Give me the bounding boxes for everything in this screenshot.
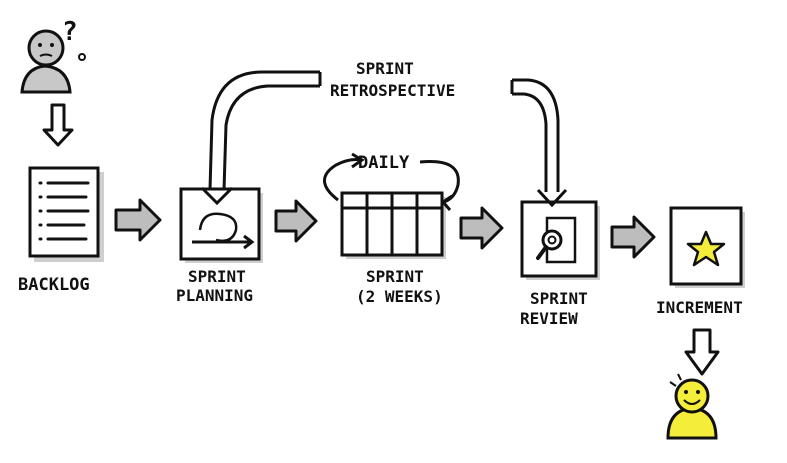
backlog-document-icon xyxy=(28,166,104,262)
flow-arrow-icon xyxy=(610,215,656,259)
review-label-line2: REVIEW xyxy=(520,309,578,328)
retro-label-line2: RETROSPECTIVE xyxy=(330,81,455,100)
question-dot xyxy=(78,53,86,61)
increment-label: INCREMENT xyxy=(656,298,743,317)
daily-label: DAILY xyxy=(358,153,410,173)
question-mark-glyph: ? xyxy=(62,17,78,47)
retro-label-line1: SPRINT xyxy=(356,59,414,78)
stakeholder-unknown-icon xyxy=(20,29,72,94)
sprint-review-box-icon xyxy=(520,200,600,280)
sprint-label-line1: SPRINT xyxy=(366,267,424,286)
down-arrow-icon xyxy=(42,103,74,147)
down-arrow-icon xyxy=(684,328,720,376)
flow-arrow-icon xyxy=(114,198,162,242)
review-label-line1: SPRINT xyxy=(530,289,588,308)
planning-label-line2: PLANNING xyxy=(176,286,253,305)
star-icon xyxy=(686,230,726,267)
sprint-label-line2: (2 WEEKS) xyxy=(356,287,443,306)
increment-box-icon xyxy=(669,206,745,288)
retrospective-loop-arrow-icon xyxy=(200,70,568,208)
flow-arrow-icon xyxy=(459,206,504,250)
sprint-planning-box-icon xyxy=(179,187,263,263)
planning-label-line1: SPRINT xyxy=(188,267,246,286)
daily-loop-icon xyxy=(323,152,460,211)
stakeholder-happy-icon xyxy=(666,373,718,440)
backlog-label: BACKLOG xyxy=(18,275,90,295)
sprint-board-icon xyxy=(340,191,446,259)
flow-arrow-icon xyxy=(274,199,318,243)
